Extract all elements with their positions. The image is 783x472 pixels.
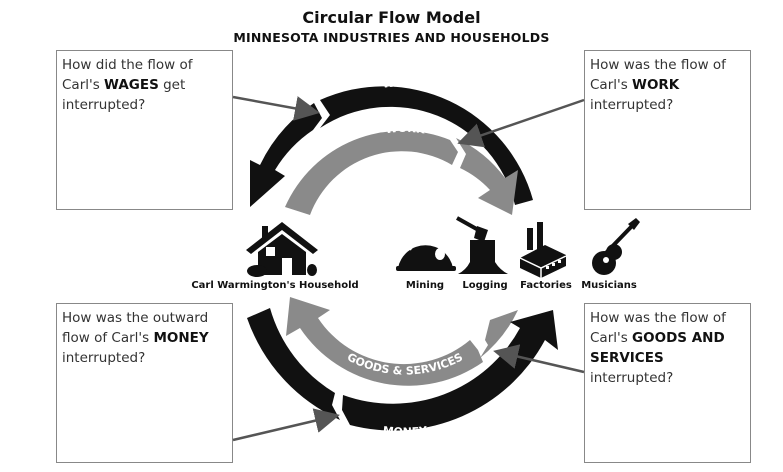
question-text: How was the flow of Carl's	[590, 57, 726, 93]
question-text: How did the flow of Carl's	[62, 57, 193, 93]
tree-stump-axe-icon	[456, 216, 508, 274]
diagram-title: Circular Flow Model	[302, 8, 481, 27]
mining-helmet-icon	[396, 239, 456, 271]
question-text: interrupted?	[590, 370, 674, 386]
question-text: interrupted?	[590, 97, 674, 113]
work-flow-arrow	[285, 130, 458, 215]
guitar-icon	[592, 218, 640, 275]
wages-flow-arrow	[250, 103, 322, 207]
money-pointer-line	[232, 408, 340, 442]
question-keyword: WORK	[632, 77, 680, 93]
house-icon	[246, 222, 318, 277]
question-text: How was the flow of Carl's	[590, 310, 726, 346]
question-text: How was the outward flow of Carl's	[62, 310, 209, 346]
money-question-box[interactable]: How was the outward flow of Carl's MONEY…	[56, 303, 233, 463]
wages-question-box[interactable]: How did the flow of Carl's WAGES get int…	[56, 50, 233, 210]
work-pointer-line	[457, 98, 585, 148]
question-keyword: MONEY	[153, 330, 209, 346]
factory-icon	[519, 222, 567, 278]
industry-label-musicians: Musicians	[581, 280, 637, 291]
industry-label-logging: Logging	[462, 280, 508, 291]
question-text: get interrupted?	[62, 77, 186, 113]
wages-pointer-line	[232, 95, 320, 121]
question-keyword: GOODS AND SERVICES	[590, 330, 725, 366]
goods-flow-arrow	[286, 297, 483, 386]
money-flow-label: MONEY	[382, 424, 429, 439]
money-flow-arrow	[342, 310, 558, 431]
household-label: Carl Warmington's Household	[191, 280, 359, 291]
money-flow-arrow	[247, 308, 340, 420]
goods-question-box[interactable]: How was the flow of Carl's GOODS AND SER…	[584, 303, 751, 463]
diagram-subtitle: MINNESOTA INDUSTRIES AND HOUSEHOLDS	[233, 30, 550, 45]
question-keyword: WAGES	[104, 77, 159, 93]
work-flow-arrow	[456, 138, 518, 215]
industry-label-mining: Mining	[405, 280, 445, 291]
goods-flow-arrow	[480, 310, 518, 358]
wages-flow-label: WAGES	[382, 76, 429, 91]
industry-label-factories: Factories	[520, 280, 572, 291]
work-flow-label: WORK	[385, 122, 426, 137]
work-question-box[interactable]: How was the flow of Carl's WORK interrup…	[584, 50, 751, 210]
question-text: interrupted?	[62, 350, 146, 366]
goods-pointer-line	[493, 344, 585, 374]
